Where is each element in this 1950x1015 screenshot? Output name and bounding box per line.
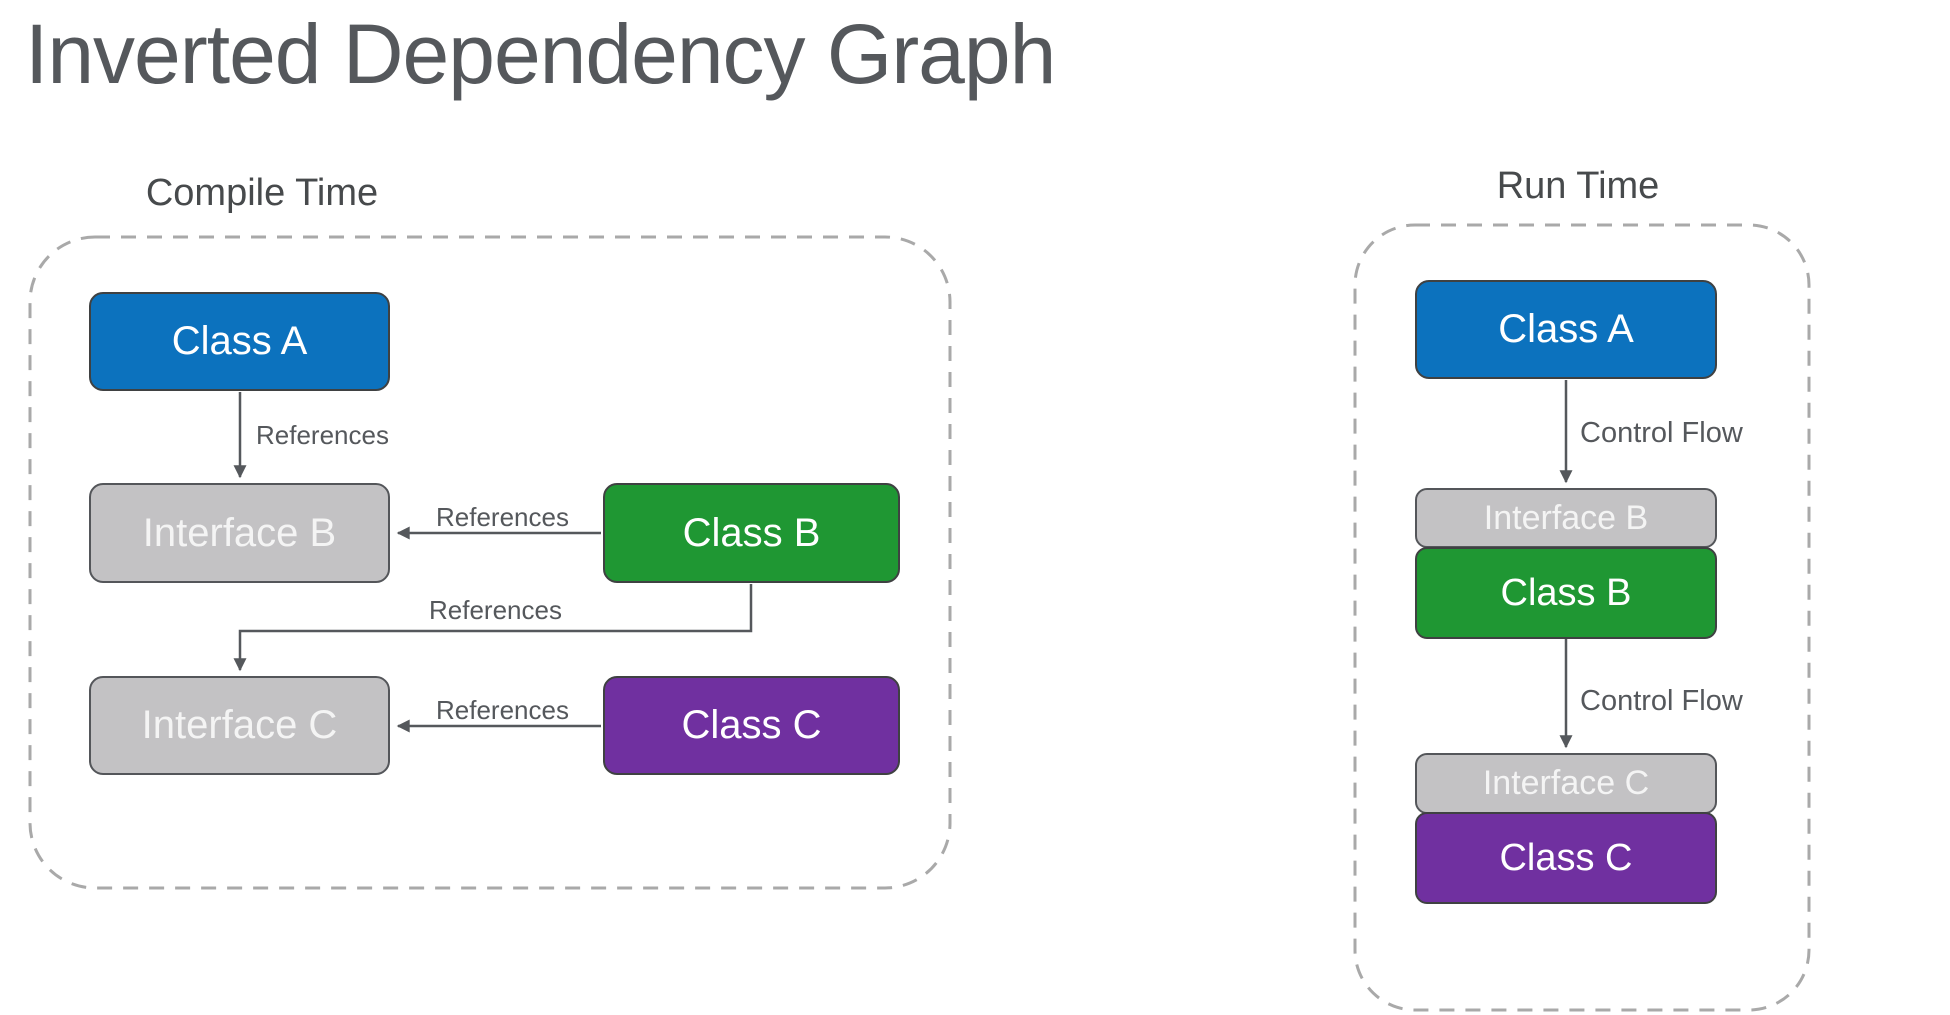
compile-interface-b-node: Interface B	[89, 483, 390, 583]
slide-title: Inverted Dependency Graph	[25, 7, 1056, 101]
runtime-class-a-node: Class A	[1415, 280, 1717, 379]
edge-label-references-b-to-interface-b: References	[436, 502, 569, 532]
compile-class-c-node: Class C	[603, 676, 900, 775]
edge-label-references-a-to-interface-b: References	[256, 420, 389, 450]
compile-time-label: Compile Time	[145, 172, 379, 214]
compile-class-b-node: Class B	[603, 483, 900, 583]
compile-class-a-node: Class A	[89, 292, 390, 391]
run-time-label: Run Time	[1496, 165, 1660, 207]
runtime-class-b-node: Class B	[1415, 547, 1717, 639]
run-time-container	[1353, 223, 1811, 1012]
runtime-interface-b-node: Interface B	[1415, 488, 1717, 548]
edge-label-control-flow-a-to-b: Control Flow	[1580, 417, 1743, 449]
runtime-class-c-node: Class C	[1415, 812, 1717, 904]
edge-label-references-b-to-interface-c: References	[429, 595, 562, 625]
arrow-compile-classB-to-interfaceC	[233, 584, 753, 672]
compile-interface-c-node: Interface C	[89, 676, 390, 775]
runtime-interface-c-node: Interface C	[1415, 753, 1717, 814]
edge-label-control-flow-b-to-c: Control Flow	[1580, 685, 1743, 717]
edge-label-references-c-to-interface-c: References	[436, 695, 569, 725]
compile-time-container	[28, 235, 952, 890]
